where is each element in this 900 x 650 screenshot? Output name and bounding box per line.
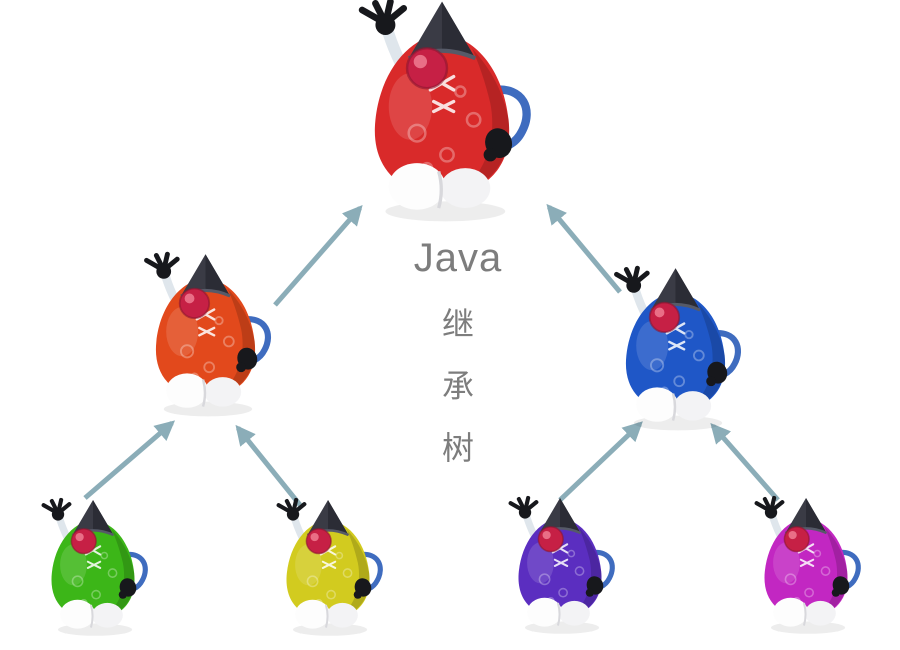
arrow-orange-to-red [273, 204, 363, 307]
diagram-title: Java 继 承 树 [403, 236, 513, 467]
mascot-red [337, 0, 547, 233]
mascot-purple [495, 497, 625, 641]
arrow-magenta-to-blue [710, 422, 780, 502]
mascot-green [28, 499, 158, 643]
mascot-blue [598, 267, 753, 439]
arrow-yellow-to-orange [235, 424, 302, 507]
title-char-2: 承 [441, 368, 474, 405]
mascot-orange [128, 253, 283, 425]
arrow-green-to-orange [83, 420, 176, 500]
arrow-blue-to-red [546, 203, 622, 294]
title-java: Java [413, 236, 503, 280]
title-char-1: 继 [441, 306, 474, 342]
mascot-magenta [741, 497, 871, 641]
arrow-purple-to-blue [558, 421, 643, 502]
title-char-3: 树 [441, 430, 474, 467]
mascot-yellow [263, 499, 393, 643]
